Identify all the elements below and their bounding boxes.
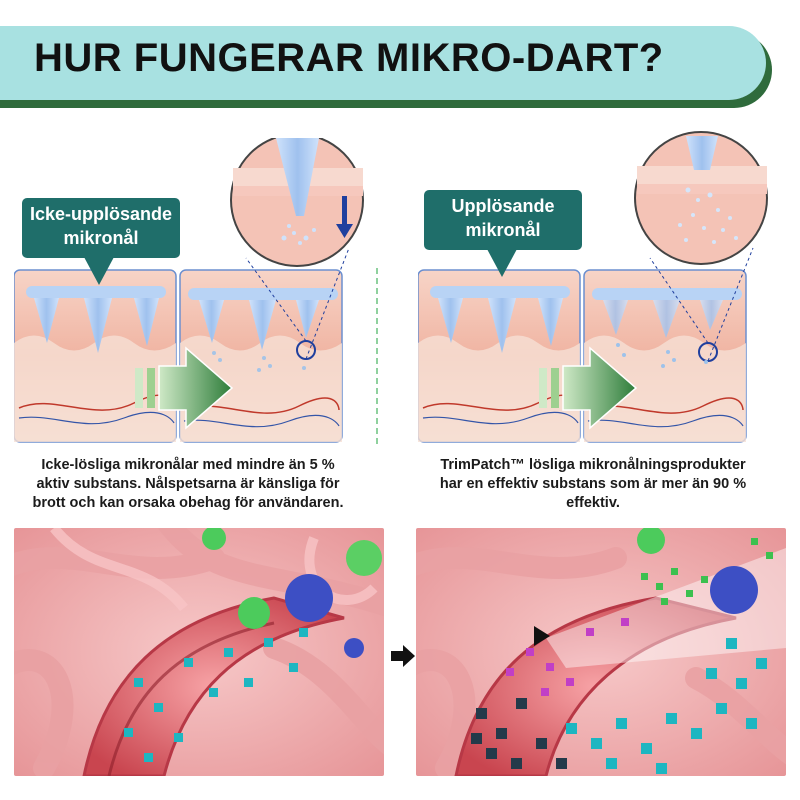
callout-pointer (487, 249, 517, 277)
callout-line2: mikronål (63, 228, 139, 248)
caption-line: brott och kan orsaka obehag för användar… (32, 495, 344, 511)
illustration-before (14, 528, 384, 776)
callout-dissolving: Upplösande mikronål (424, 190, 582, 250)
magnified-view (230, 133, 364, 360)
caption-line: Icke-lösliga mikronålar med mindre än 5 … (41, 457, 335, 473)
blue-down-arrow-icon (336, 196, 353, 238)
skin-panel-after (179, 269, 343, 443)
right-diagram (417, 130, 768, 444)
magnified-view (634, 131, 768, 362)
callout-line1: Upplösande (451, 196, 555, 216)
left-diagram (13, 133, 364, 444)
caption-line: aktiv substans. Nålspetsarna är känsliga… (36, 476, 340, 492)
caption-line: effektiv. (566, 495, 620, 511)
callout-line1: Icke-upplösande (29, 204, 173, 224)
divider (376, 268, 378, 444)
skin-panel-before (13, 269, 177, 443)
green-right-arrow-icon (135, 346, 234, 430)
skin-panel-after (583, 269, 747, 443)
title-banner (0, 26, 766, 100)
caption-line: TrimPatch™ lösliga mikronålningsprodukte… (440, 457, 746, 473)
illustration-after (416, 528, 786, 776)
page-title: HUR FUNGERAR MIKRO-DART? (34, 36, 664, 80)
green-right-arrow-icon (539, 346, 638, 430)
caption-line: har en effektiv substans som är mer än 9… (439, 476, 747, 492)
skin-panel-before (417, 269, 581, 443)
callout-non-dissolving: Icke-upplösande mikronål (22, 198, 180, 258)
callout-line2: mikronål (465, 220, 541, 240)
black-right-arrow-icon (391, 645, 415, 667)
caption-right: TrimPatch™ lösliga mikronålningsprodukte… (412, 456, 774, 513)
caption-left: Icke-lösliga mikronålar med mindre än 5 … (12, 456, 364, 513)
callout-pointer (84, 257, 114, 285)
